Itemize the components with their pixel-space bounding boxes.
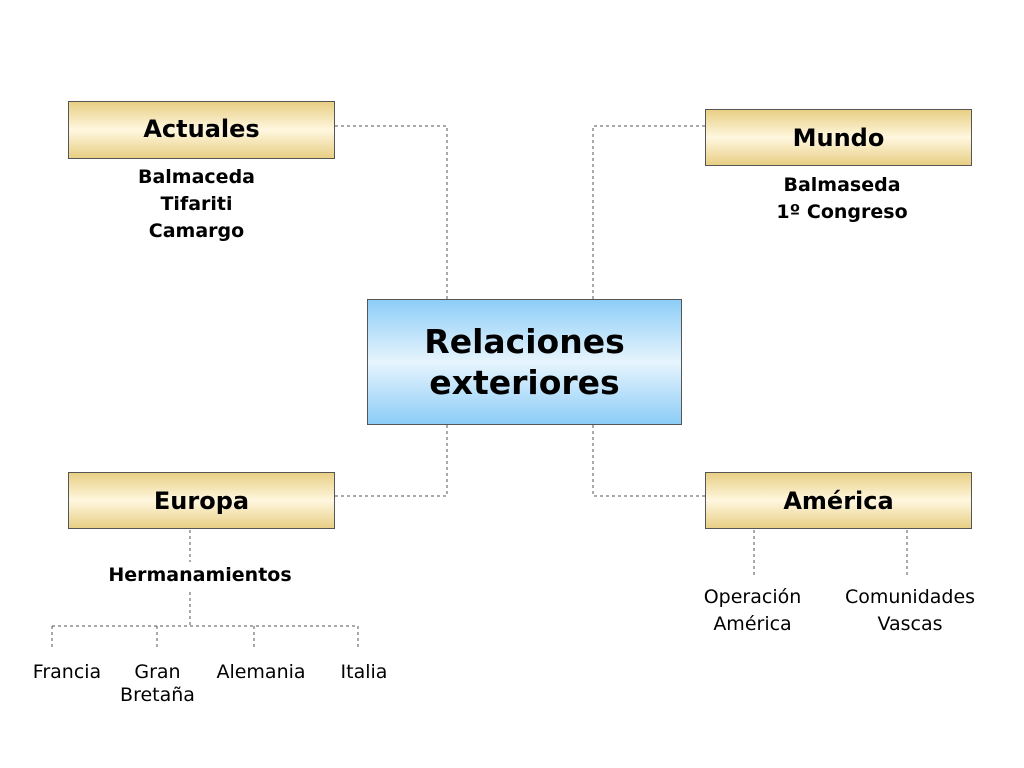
mundo-item: 1º Congreso: [776, 201, 908, 223]
connector-actuales: [335, 125, 448, 299]
leaf-italia-label: Italia: [340, 661, 388, 683]
actuales-list: Balmaceda Tifariti Camargo: [68, 164, 325, 245]
leaf-italia: Italia: [324, 659, 404, 686]
leaf-operacion-label: Operación: [703, 586, 802, 608]
leaf-gran-label: Gran: [134, 661, 181, 683]
leaf-francia: Francia: [22, 659, 112, 686]
connector-america: [592, 425, 705, 497]
leaf-alemania-label: Alemania: [216, 661, 306, 683]
leaf-comunidades-label: Comunidades: [844, 586, 976, 608]
europa-sub: Hermanamientos: [108, 564, 292, 586]
leaf-america-label: América: [713, 613, 792, 635]
leaf-bretana-label: Bretaña: [120, 684, 195, 706]
europa-box: Europa: [68, 472, 335, 529]
europa-title: Europa: [153, 486, 250, 515]
mundo-title: Mundo: [792, 123, 885, 152]
leaf-francia-label: Francia: [32, 661, 102, 683]
actuales-title: Actuales: [143, 115, 260, 143]
america-box: América: [705, 472, 972, 529]
center-line1: Relaciones: [424, 322, 625, 361]
center-line2: exteriores: [429, 363, 620, 402]
actuales-box: Actuales: [68, 101, 335, 159]
leaf-operacion-america: Operación América: [690, 584, 815, 638]
leaf-vascas-label: Vascas: [877, 613, 943, 635]
connector-europa: [335, 425, 448, 497]
actuales-item: Tifariti: [160, 193, 233, 215]
leaf-alemania: Alemania: [206, 659, 316, 686]
mundo-box: Mundo: [705, 109, 972, 166]
center-box: Relaciones exteriores: [367, 299, 682, 425]
actuales-item: Camargo: [148, 220, 245, 242]
leaf-gran-bretana: Gran Bretaña: [110, 659, 205, 709]
connector-mundo: [592, 125, 705, 299]
mundo-item: Balmaseda: [783, 174, 901, 196]
leaf-comunidades-vascas: Comunidades Vascas: [835, 584, 985, 638]
america-title: América: [783, 486, 894, 515]
actuales-item: Balmaceda: [137, 166, 255, 188]
mundo-list: Balmaseda 1º Congreso: [712, 172, 972, 226]
